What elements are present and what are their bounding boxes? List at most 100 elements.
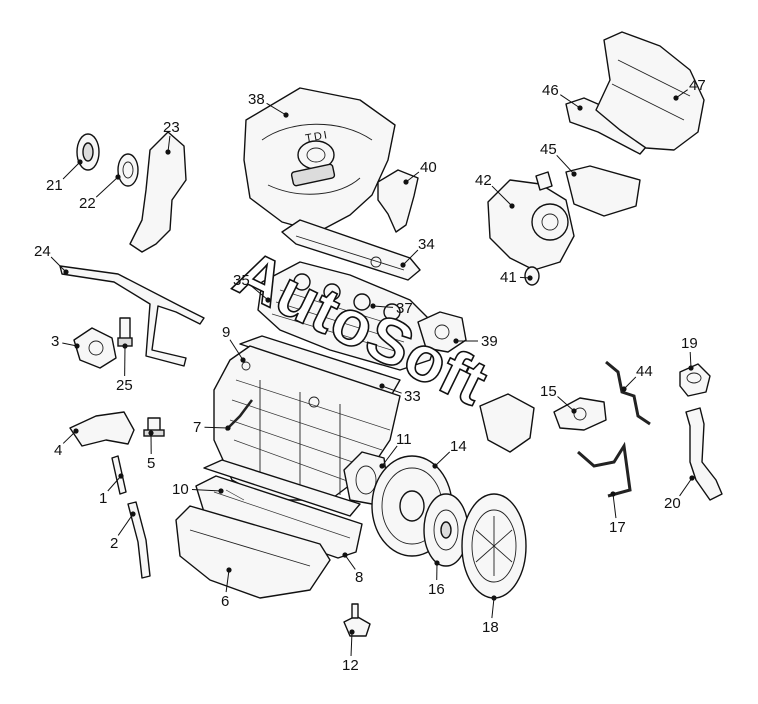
leader-dot [370, 303, 376, 309]
callout-number: 37 [396, 300, 413, 317]
leader-dot [379, 463, 385, 469]
leader-dot [225, 425, 231, 431]
leader-line [229, 339, 244, 361]
callout-number: 12 [342, 657, 359, 674]
leader-line [250, 285, 269, 301]
leader-line [372, 305, 394, 308]
callout-number: 10 [172, 481, 189, 498]
callout-39: 39 [453, 333, 498, 350]
callout-25: 25 [116, 343, 133, 394]
callout-34: 34 [400, 236, 435, 268]
callout-18: 18 [482, 595, 499, 636]
callout-41: 41 [500, 269, 533, 286]
leader-line [62, 430, 77, 444]
leader-dot [122, 343, 128, 349]
leader-line [557, 396, 575, 412]
callout-number: 34 [418, 236, 435, 253]
callout-4: 4 [54, 428, 79, 459]
callout-number: 8 [355, 569, 363, 586]
callout-number: 7 [193, 419, 201, 436]
leader-dot [73, 428, 79, 434]
leader-dot [400, 262, 406, 268]
oil-return-pipe [605, 360, 651, 426]
callout-number: 44 [636, 363, 653, 380]
leader-line [381, 385, 402, 394]
leader-dot [432, 463, 438, 469]
leader-dot [434, 560, 440, 566]
leader-line [225, 569, 230, 593]
callout-12: 12 [342, 629, 359, 674]
callout-number: 19 [681, 335, 698, 352]
callout-number: 35 [233, 272, 250, 289]
callout-number: 11 [396, 431, 412, 448]
valve-cover [281, 219, 421, 281]
leader-line [623, 376, 637, 390]
leader-dot [283, 112, 289, 118]
callout-number: 3 [51, 333, 59, 350]
engine-cover: TDI [243, 87, 396, 233]
plug-5 [143, 417, 165, 437]
leader-dot [610, 491, 616, 497]
heat-shield [565, 165, 641, 217]
leader-dot [689, 475, 695, 481]
callout-number: 38 [248, 91, 265, 108]
callout-38: 38 [248, 91, 289, 118]
callout-17: 17 [609, 491, 626, 536]
exhaust-manifold [595, 31, 705, 151]
callout-3: 3 [51, 333, 80, 350]
leader-dot [571, 171, 577, 177]
callout-number: 2 [110, 535, 118, 552]
leader-dot [118, 473, 124, 479]
callout-40: 40 [403, 159, 437, 185]
callout-number: 4 [54, 442, 62, 459]
callout-33: 33 [379, 383, 421, 405]
callout-47: 47 [673, 77, 706, 101]
leader-dot [226, 567, 232, 573]
leader-dot [130, 511, 136, 517]
callout-number: 45 [540, 141, 557, 158]
callout-6: 6 [221, 567, 232, 610]
callout-8: 8 [342, 552, 363, 586]
leader-line [491, 597, 495, 619]
pressure-plate [461, 493, 527, 599]
leader-dot [218, 488, 224, 494]
vacuum-pipe [577, 441, 632, 498]
hose-connector [69, 411, 135, 447]
timing-cover [129, 131, 187, 253]
callout-number: 22 [79, 195, 96, 212]
dipstick-tube [127, 501, 151, 579]
egr-assembly [479, 393, 535, 453]
seal-ring [117, 153, 139, 187]
clutch-disc [423, 493, 469, 567]
leader-dot [527, 275, 533, 281]
callout-number: 18 [482, 619, 499, 636]
callout-20: 20 [664, 475, 695, 512]
sensor-12 [343, 603, 371, 637]
leader-line [266, 102, 287, 116]
oil-pan-gasket [203, 459, 361, 517]
oil-pipe [225, 399, 253, 431]
cover-bracket [377, 169, 419, 233]
callout-number: 21 [46, 177, 63, 194]
turbocharger [487, 171, 575, 271]
leader-line [381, 445, 398, 467]
callout-35: 35 [233, 272, 271, 303]
leader-dot [265, 297, 271, 303]
oil-pan-lower [175, 505, 331, 599]
leader-line [434, 451, 451, 467]
leader-line [402, 249, 419, 266]
leader-line [679, 477, 693, 497]
callout-number: 40 [420, 159, 437, 176]
callout-24: 24 [34, 243, 69, 275]
leader-line [350, 631, 353, 657]
callout-16: 16 [428, 560, 445, 598]
callout-number: 42 [475, 172, 492, 189]
leader-line [107, 475, 122, 492]
callout-number: 1 [99, 490, 107, 507]
leader-dot [165, 149, 171, 155]
callout-2: 2 [110, 511, 136, 552]
leader-line [62, 161, 81, 180]
leader-line [405, 171, 420, 183]
callout-number: 47 [689, 77, 706, 94]
